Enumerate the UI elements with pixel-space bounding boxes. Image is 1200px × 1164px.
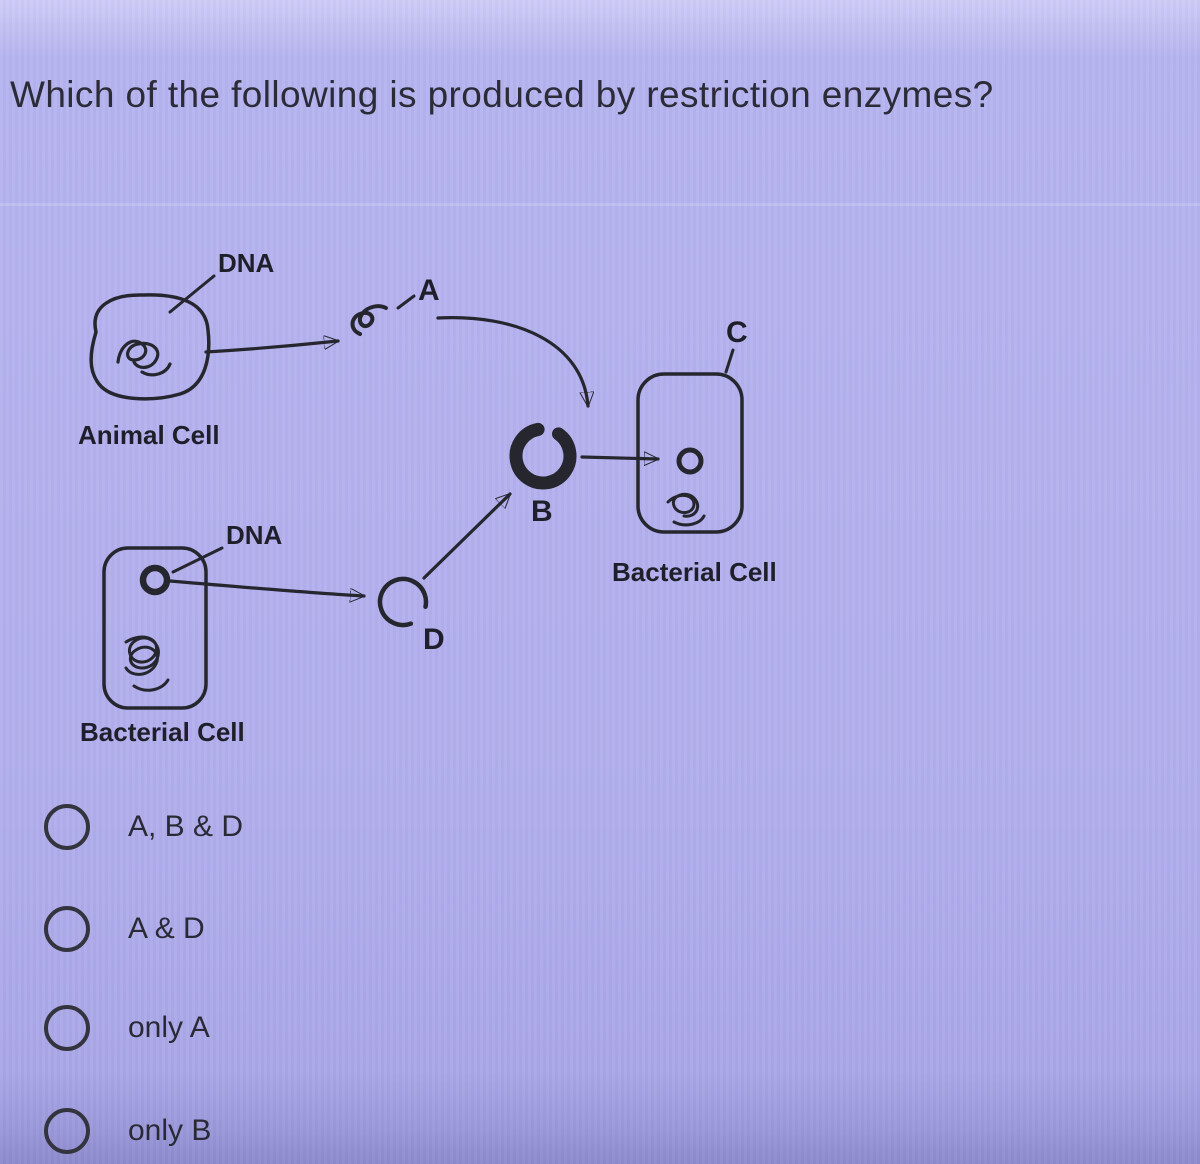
option-row-a-b-d[interactable]: A, B & D: [44, 804, 243, 850]
radio-button[interactable]: [44, 1005, 90, 1051]
plasmid-source-circle: [139, 564, 171, 596]
radio-button[interactable]: [44, 906, 90, 952]
bacterial-right-scribble: [666, 492, 706, 527]
animal-cell-outline: [89, 293, 211, 401]
a-tick-line: [396, 294, 416, 310]
bacterial-cell-left-outline: [102, 546, 208, 710]
step-c-label: C: [726, 316, 748, 349]
bacterial-cell-right-label: Bacterial Cell: [612, 557, 777, 587]
step-a-label: A: [418, 274, 440, 307]
option-row-a-d[interactable]: A & D: [44, 906, 205, 952]
option-label: only B: [128, 1114, 212, 1147]
animal-dna-scribble: [116, 339, 172, 377]
arrow-cell-to-d: [168, 579, 366, 596]
radio-button[interactable]: [44, 1108, 90, 1154]
dna-fragment-squiggle: [350, 304, 388, 336]
option-row-only-b[interactable]: only B: [44, 1108, 211, 1154]
dna-label-top: DNA: [218, 248, 275, 278]
bacterial-cell-left-label: Bacterial Cell: [80, 717, 245, 747]
dna-pointer-line-top: [168, 274, 216, 314]
plasmid-d-ring: [377, 576, 429, 628]
arrow-a-to-plasmid: [436, 316, 588, 408]
step-d-label: D: [423, 623, 445, 656]
dna-pointer-line-bottom: [171, 546, 224, 574]
dna-label-bottom: DNA: [226, 520, 283, 550]
option-label: only A: [128, 1011, 210, 1044]
option-label: A, B & D: [128, 810, 244, 843]
bacterial-cell-left: DNA Bacterial Cell: [80, 520, 283, 747]
plasmid-b-ring: [509, 422, 577, 490]
option-row-only-a[interactable]: only A: [44, 1005, 210, 1051]
animal-cell-label: Animal Cell: [78, 420, 220, 450]
arrow-b-to-c: [580, 457, 660, 459]
arrow-d-to-b: [422, 492, 512, 580]
step-d-plasmid: D: [168, 492, 512, 656]
bacterial-cell-right-outline: [636, 372, 744, 534]
animal-cell: DNA Animal Cell: [78, 248, 275, 450]
option-label: A & D: [128, 912, 205, 945]
step-b-plasmid: B: [509, 422, 577, 528]
radio-button[interactable]: [44, 804, 90, 850]
c-tick-line: [724, 348, 735, 374]
step-b-label: B: [531, 495, 553, 528]
bacterial-left-scribble: [124, 635, 170, 692]
step-a-fragment: A: [204, 274, 588, 408]
plasmid-in-cell: [676, 447, 704, 475]
photo-light-band: [0, 203, 1200, 206]
question-title: Which of the following is produced by re…: [10, 74, 994, 115]
bacterial-cell-right: C Bacterial Cell: [612, 316, 777, 587]
arrow-animal-to-a: [204, 341, 340, 354]
